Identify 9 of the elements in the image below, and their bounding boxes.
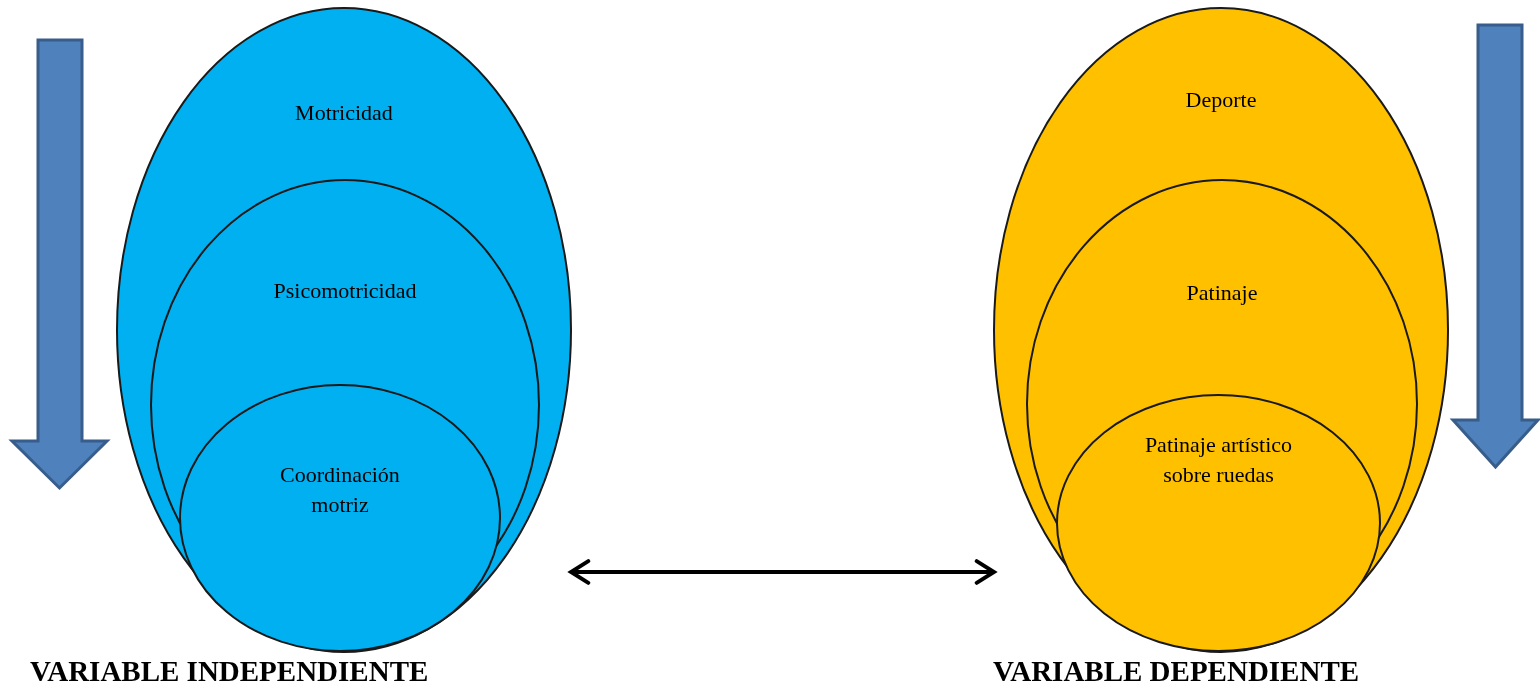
- node-label: Deporte: [1185, 86, 1257, 114]
- variable-heading: VARIABLE INDEPENDIENTE: [30, 655, 429, 688]
- node-label: Motricidad: [295, 99, 393, 127]
- node-label: Coordinación motriz: [279, 461, 401, 519]
- node-label: Psicomotricidad: [273, 277, 417, 305]
- node-label: Patinaje: [1186, 279, 1258, 307]
- node-label: Patinaje artístico sobre ruedas: [1143, 431, 1294, 489]
- variable-heading: VARIABLE DEPENDIENTE: [993, 655, 1360, 688]
- double-arrow: [569, 559, 996, 585]
